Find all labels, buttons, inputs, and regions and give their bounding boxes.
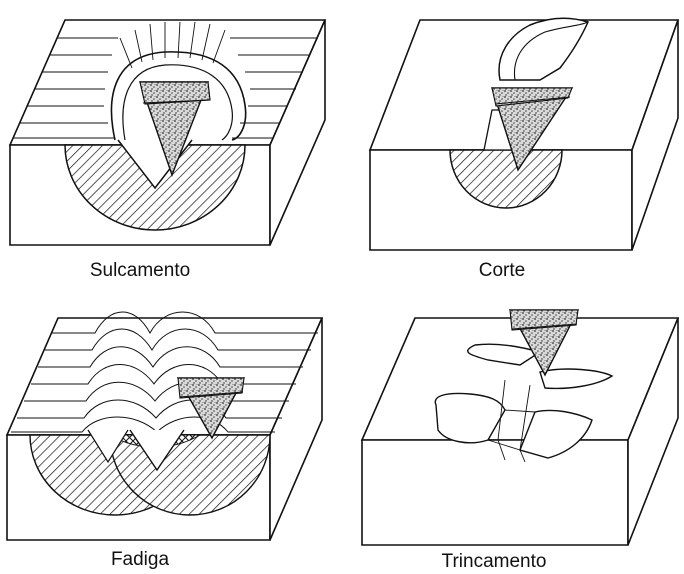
block-front-face (362, 440, 628, 545)
caption-fadiga: Fadiga (111, 549, 170, 570)
panel-corte (370, 18, 678, 250)
caption-corte: Corte (479, 260, 525, 281)
block-top-face (362, 318, 678, 440)
caption-sulcamento: Sulcamento (90, 260, 190, 281)
panel-sulcamento (10, 20, 325, 245)
panel-trincamento (362, 310, 678, 545)
panel-fadiga (7, 312, 322, 540)
caption-trincamento: Trincamento (442, 551, 547, 572)
